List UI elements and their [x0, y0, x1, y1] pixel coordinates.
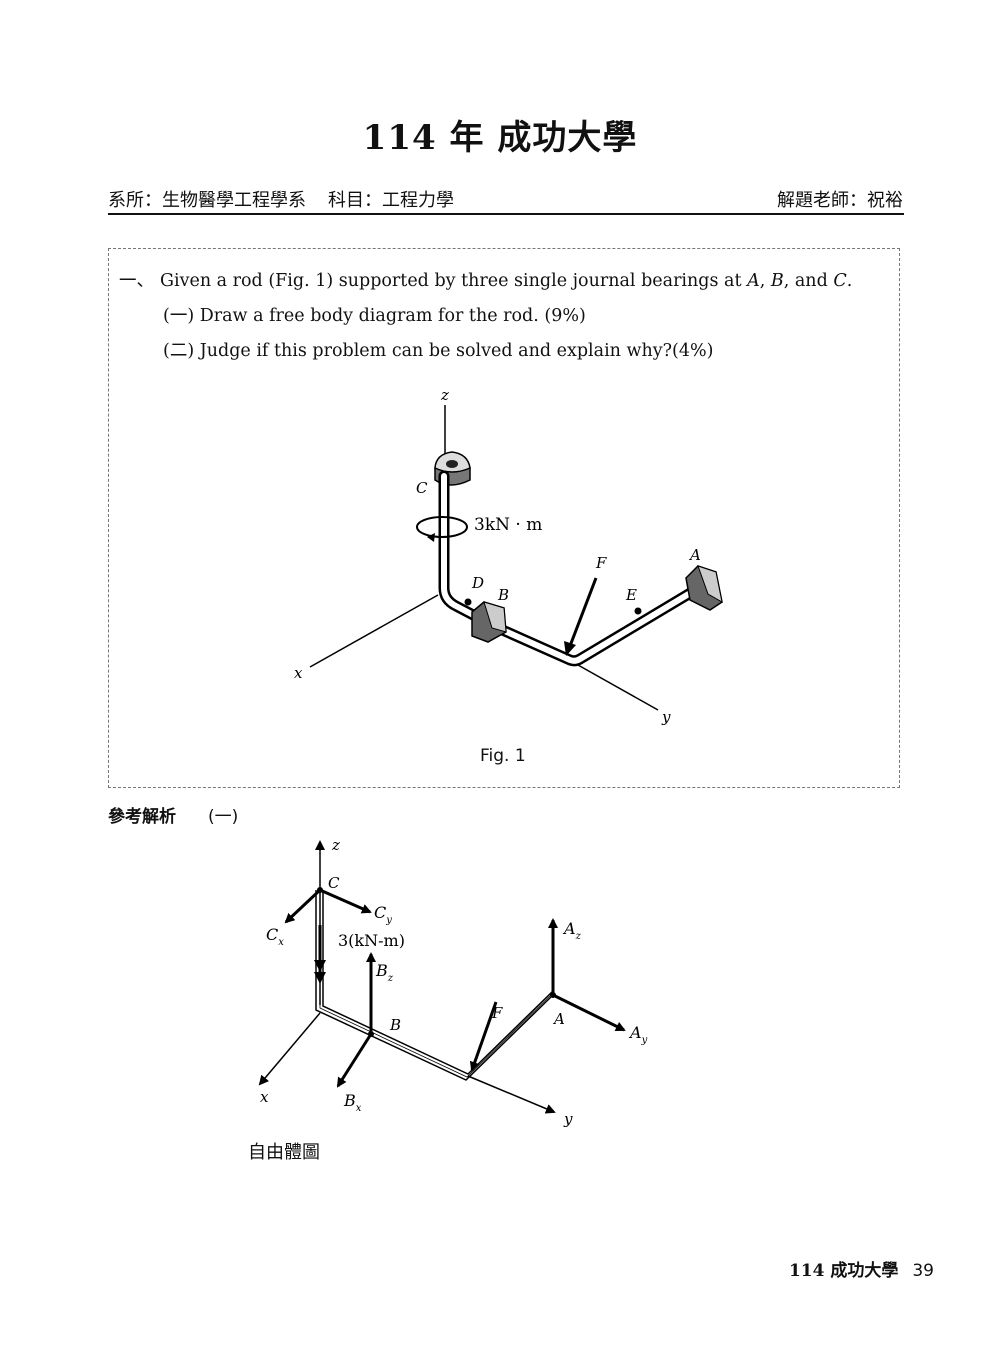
- label-d: D: [471, 574, 484, 592]
- label-b: B: [497, 586, 509, 604]
- bearing-a: [685, 565, 723, 611]
- fbd-cx-arrow: [284, 888, 322, 924]
- fbd-bz-label: Bz: [375, 961, 394, 984]
- force-f-arrow: [568, 577, 598, 647]
- fbd-ay-arrow: [552, 993, 626, 1032]
- axis-x-label: x: [294, 664, 303, 682]
- figure-1-caption: Fig. 1: [480, 746, 526, 766]
- free-body-diagram: z x y 3(kN-m) C Cx Cy B Bz Bx F A Az Ay: [258, 836, 648, 1128]
- fbd-ay-main: A: [628, 1023, 642, 1042]
- fbd-az-label: Az: [562, 919, 582, 942]
- fbd-moment-head-2: [314, 972, 326, 984]
- fbd-bx-arrow: [336, 1033, 373, 1088]
- label-a: A: [688, 546, 701, 564]
- fbd-az-main: A: [562, 919, 576, 938]
- fbd-bx-label: Bx: [343, 1091, 362, 1114]
- axis-z-label: z: [440, 386, 449, 404]
- point-a-ref: A: [747, 271, 760, 291]
- fbd-cx-sub: x: [278, 937, 284, 948]
- fbd-cx-main: C: [266, 925, 278, 944]
- question-part-1: (一) Draw a free body diagram for the rod…: [163, 306, 586, 326]
- page-title: 114 年 成功大學: [362, 118, 638, 158]
- page-footer: 114 成功大學 39: [789, 1256, 934, 1281]
- fbd-f-arrow: [469, 1001, 498, 1072]
- fbd-bx-sub: x: [356, 1103, 362, 1114]
- label-c: C: [416, 479, 428, 497]
- sep: , and: [783, 271, 834, 291]
- fbd-axis-x: x: [260, 1088, 269, 1106]
- fbd-label-a: A: [552, 1010, 565, 1028]
- moment-arrow: [416, 516, 468, 542]
- fbd-ay-label: Ay: [628, 1023, 648, 1046]
- fbd-caption: 自由體圖: [248, 1142, 320, 1163]
- question-number: 一、: [119, 271, 154, 291]
- fbd-label-f: F: [491, 1004, 503, 1022]
- answer-heading: 參考解析: [108, 807, 176, 827]
- fbd-moment-label: 3(kN-m): [338, 931, 405, 950]
- force-f-arrowhead: [564, 641, 576, 656]
- fbd-bx-main: B: [343, 1091, 356, 1110]
- question-part-2: (二) Judge if this problem can be solved …: [163, 341, 714, 361]
- page-number: 39: [912, 1261, 934, 1281]
- fbd-axis-y: y: [563, 1110, 573, 1128]
- fbd-cy-arrow: [319, 888, 372, 914]
- answer-part-label: (一): [208, 807, 239, 827]
- fbd-axis-z: z: [331, 836, 340, 854]
- fbd-az-sub: z: [575, 931, 582, 942]
- bearing-b: [471, 601, 507, 643]
- fbd-bz-sub: z: [387, 973, 394, 984]
- footer-school: 114 成功大學: [788, 1261, 899, 1281]
- fbd-cy-label: Cy: [374, 903, 392, 926]
- point-e-dot: [634, 607, 642, 615]
- fbd-label-b: B: [389, 1016, 401, 1034]
- fbd-cy-sub: y: [385, 915, 392, 926]
- sep: ,: [759, 271, 771, 291]
- axis-y-label: y: [661, 708, 671, 726]
- fbd-rod: [315, 890, 555, 1081]
- header-rule: [108, 213, 904, 215]
- fbd-label-c: C: [328, 874, 340, 892]
- fbd-cy-main: C: [374, 903, 386, 922]
- sep: .: [846, 271, 853, 291]
- fbd-y-axis: [467, 1075, 556, 1114]
- subject-label: 科目：工程力學: [328, 190, 454, 211]
- point-b-ref: B: [770, 271, 784, 291]
- x-axis: [309, 594, 439, 668]
- fbd-moment-head-1: [314, 960, 326, 972]
- fbd-ay-sub: y: [641, 1035, 648, 1046]
- figure-1-rod-diagram: z x y C D B F E A 3kN · m: [294, 386, 723, 726]
- department-label: 系所：生物醫學工程學系: [108, 190, 306, 211]
- fbd-cx-label: Cx: [266, 925, 284, 948]
- y-axis: [577, 664, 659, 711]
- exam-meta: 系所：生物醫學工程學系 科目：工程力學: [108, 186, 454, 212]
- fbd-x-axis: [258, 1012, 321, 1086]
- label-e: E: [625, 586, 637, 604]
- point-d-dot: [464, 598, 472, 606]
- fbd-bz-main: B: [375, 961, 388, 980]
- question-box: 一、 Given a rod (Fig. 1) supported by thre…: [108, 248, 900, 788]
- teacher-label: 解題老師：祝裕: [777, 190, 903, 211]
- question-line-1: 一、 Given a rod (Fig. 1) supported by thre…: [119, 267, 852, 292]
- moment-label: 3kN · m: [474, 515, 542, 535]
- point-c-ref: C: [833, 271, 847, 291]
- question-prompt: Given a rod (Fig. 1) supported by three …: [160, 271, 748, 291]
- label-f: F: [595, 554, 607, 572]
